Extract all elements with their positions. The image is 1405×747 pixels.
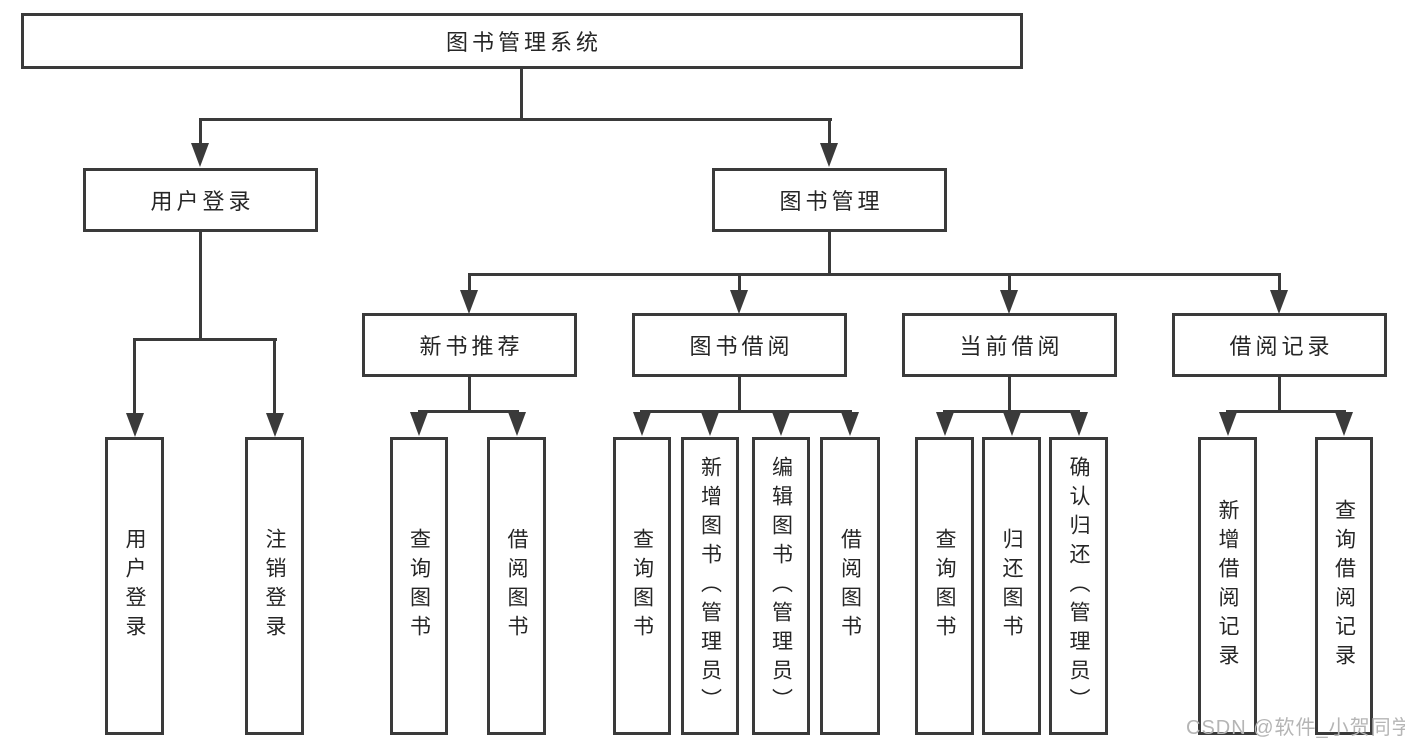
arrow-into-query-books-1: [410, 412, 428, 436]
connector-group1-splitter: [418, 410, 519, 413]
leaf-confirm-return-admin: 确认归还（管理员）: [1049, 437, 1108, 735]
leaf-user-login-label: 用户登录: [123, 528, 146, 644]
leaf-add-book-admin: 新增图书（管理员）: [681, 437, 739, 735]
node-root-label: 图书管理系统: [445, 30, 602, 55]
node-new-book-recommend: 新书推荐: [362, 313, 577, 377]
leaf-query-books-1-label: 查询图书: [407, 528, 431, 644]
leaf-query-books-2: 查询图书: [613, 437, 671, 735]
arrow-into-confirm-return-admin: [1070, 412, 1088, 436]
leaf-query-borrow-record-label: 查询借阅记录: [1332, 499, 1356, 673]
connector-root-splitter: [199, 118, 832, 121]
leaf-logout-label: 注销登录: [263, 528, 286, 644]
arrow-into-current-borrow: [1000, 290, 1018, 314]
connector-stem-book-borrow: [738, 273, 741, 293]
node-book-management: 图书管理: [712, 168, 947, 232]
connector-user-login-drop: [199, 232, 202, 341]
connector-stem-new-book-recommend: [468, 273, 471, 293]
leaf-edit-book-admin: 编辑图书（管理员）: [752, 437, 810, 735]
arrow-into-query-books-3: [936, 412, 954, 436]
connector-group2-splitter: [640, 410, 852, 413]
node-borrow-records-label: 借阅记录: [1229, 334, 1334, 359]
leaf-logout: 注销登录: [245, 437, 304, 735]
arrow-into-leaf-user-login: [126, 413, 144, 437]
leaf-query-books-3-label: 查询图书: [933, 528, 956, 644]
leaf-return-books-label: 归还图书: [1000, 528, 1023, 644]
connector-book-management-drop: [828, 232, 831, 276]
leaf-confirm-return-admin-label: 确认归还（管理员）: [1067, 455, 1090, 717]
connector-user-login-splitter: [133, 338, 277, 341]
connector-stem-leaf-user-login: [133, 338, 136, 416]
leaf-query-books-1: 查询图书: [390, 437, 448, 735]
node-current-borrow-label: 当前借阅: [959, 334, 1064, 359]
leaf-return-books: 归还图书: [982, 437, 1041, 735]
arrow-into-book-management: [820, 143, 838, 167]
arrow-into-add-book-admin: [701, 412, 719, 436]
node-new-book-recommend-label: 新书推荐: [419, 334, 524, 359]
leaf-borrow-books-1-label: 借阅图书: [505, 528, 528, 644]
arrow-into-return-books: [1003, 412, 1021, 436]
arrow-into-edit-book-admin: [772, 412, 790, 436]
arrow-into-add-borrow-record: [1219, 412, 1237, 436]
connector-stem-user-login: [199, 118, 202, 146]
node-book-borrow-label: 图书借阅: [689, 334, 794, 359]
arrow-into-user-login: [191, 143, 209, 167]
connector-stem-current-borrow: [1008, 273, 1011, 293]
arrow-into-borrow-books-2: [841, 412, 859, 436]
connector-stem-leaf-logout: [273, 338, 276, 416]
arrow-into-book-borrow: [730, 290, 748, 314]
leaf-query-borrow-record: 查询借阅记录: [1315, 437, 1373, 735]
leaf-borrow-books-2-label: 借阅图书: [838, 528, 862, 644]
leaf-borrow-books-1: 借阅图书: [487, 437, 546, 735]
node-current-borrow: 当前借阅: [902, 313, 1117, 377]
leaf-edit-book-admin-label: 编辑图书（管理员）: [769, 455, 793, 717]
node-root: 图书管理系统: [21, 13, 1023, 69]
arrow-into-new-book-recommend: [460, 290, 478, 314]
leaf-query-books-2-label: 查询图书: [630, 528, 654, 644]
arrow-into-borrow-books-1: [508, 412, 526, 436]
leaf-add-borrow-record-label: 新增借阅记录: [1216, 499, 1239, 673]
connector-stem-borrow-records: [1278, 273, 1281, 293]
connector-group1-drop: [468, 377, 471, 413]
arrow-into-query-books-2: [633, 412, 651, 436]
connector-root-drop: [520, 69, 523, 121]
leaf-add-book-admin-label: 新增图书（管理员）: [698, 455, 722, 717]
leaf-user-login: 用户登录: [105, 437, 164, 735]
connector-group4-splitter: [1226, 410, 1346, 413]
leaf-add-borrow-record: 新增借阅记录: [1198, 437, 1257, 735]
node-user-login-label: 用户登录: [150, 189, 255, 214]
arrow-into-query-borrow-record: [1335, 412, 1353, 436]
connector-stem-book-management: [828, 118, 831, 146]
node-borrow-records: 借阅记录: [1172, 313, 1387, 377]
arrow-into-leaf-logout: [266, 413, 284, 437]
node-user-login: 用户登录: [83, 168, 318, 232]
node-book-management-label: 图书管理: [779, 189, 884, 214]
leaf-borrow-books-2: 借阅图书: [820, 437, 880, 735]
connector-group2-drop: [738, 377, 741, 413]
watermark: CSDN @软件_小贺同学: [1186, 717, 1405, 739]
connector-group3-splitter: [943, 410, 1080, 413]
connector-group3-drop: [1008, 377, 1011, 413]
node-book-borrow: 图书借阅: [632, 313, 847, 377]
arrow-into-borrow-records: [1270, 290, 1288, 314]
connector-groups-splitter: [468, 273, 1281, 276]
leaf-query-books-3: 查询图书: [915, 437, 974, 735]
connector-group4-drop: [1278, 377, 1281, 413]
